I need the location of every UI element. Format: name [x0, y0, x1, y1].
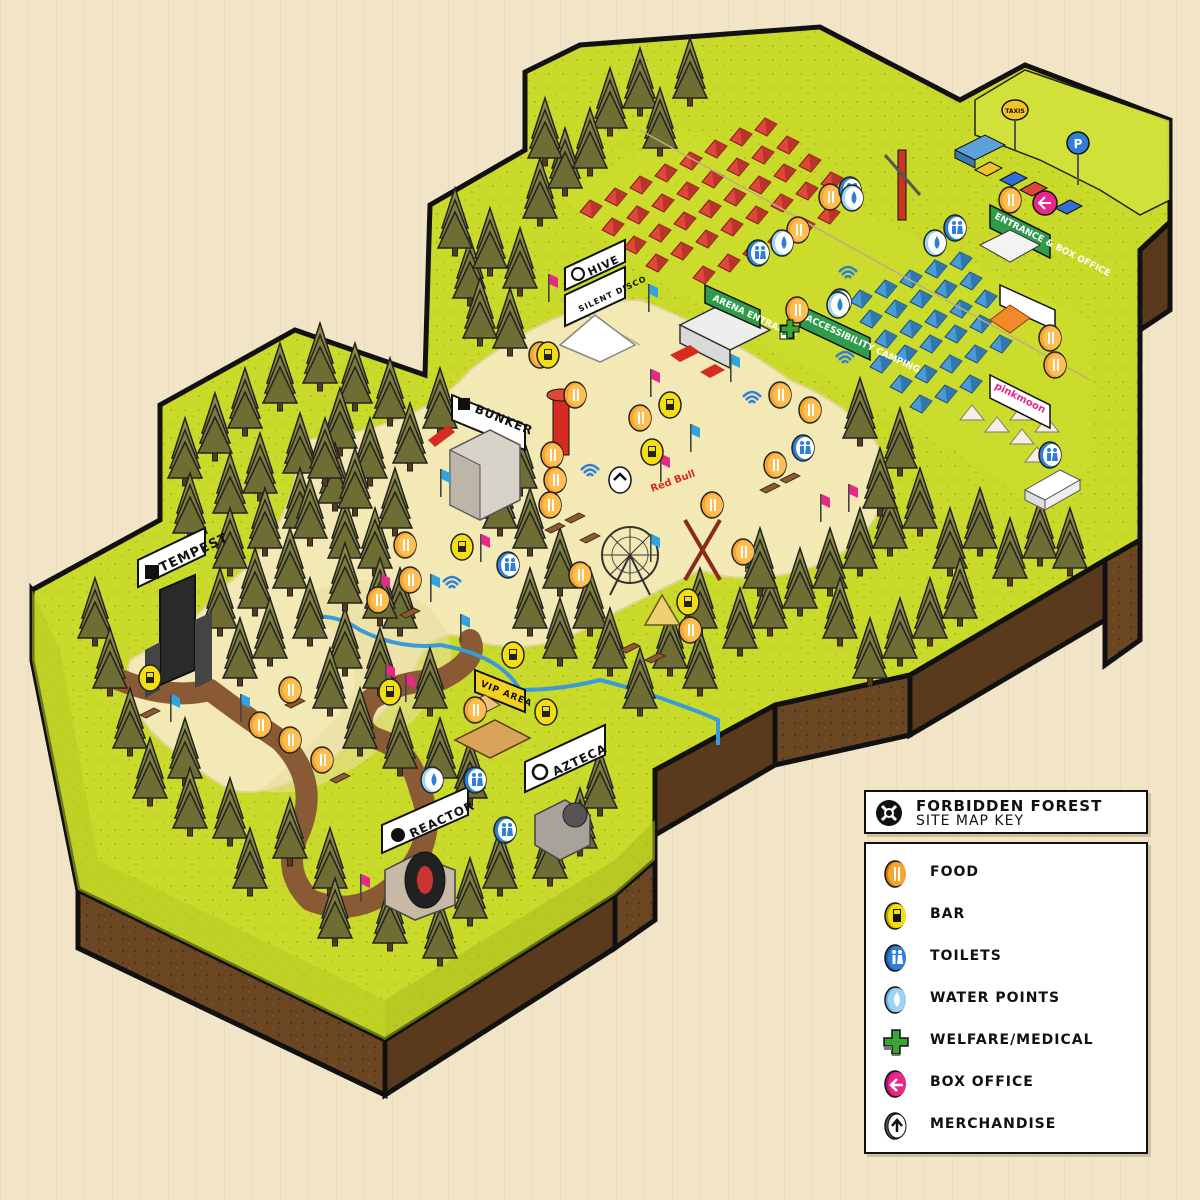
box-office-marker — [1032, 190, 1058, 216]
legend-item-toilets: TOILETS — [878, 940, 1138, 974]
legend-subtitle: SITE MAP KEY — [916, 813, 1024, 829]
legend-item-welfare-medical: WELFARE/MEDICAL — [878, 1024, 1138, 1058]
legend-item-bar: BAR — [878, 898, 1138, 932]
legend-label: BOX OFFICE — [930, 1074, 1034, 1090]
parking-vehicles: P TAXIS — [953, 99, 1090, 215]
toilets-icon — [884, 944, 906, 972]
ferris-wheel — [601, 526, 659, 596]
legend-item-merchandise: MERCHANDISE — [878, 1108, 1138, 1142]
legend-label: WATER POINTS — [930, 990, 1061, 1006]
bar-icon — [884, 902, 906, 930]
rides — [546, 149, 922, 626]
azteca-stage: AZTECA — [524, 723, 609, 861]
merchandise-marker — [608, 466, 632, 494]
tempest-stage: TEMPEST — [137, 526, 231, 698]
food-icon — [884, 860, 906, 888]
legend-item-water-points: WATER POINTS — [878, 982, 1138, 1016]
legend-label: TOILETS — [930, 948, 1002, 964]
box-office-icon — [884, 1070, 906, 1098]
medical-marker — [780, 319, 800, 339]
medical-cross-icon — [883, 1029, 909, 1056]
legend-title: FORBIDDEN FOREST — [916, 797, 1103, 815]
legend-label: BAR — [930, 906, 966, 922]
bunker-stage: BUNKER — [428, 393, 535, 521]
legend-label: WELFARE/MEDICAL — [930, 1032, 1094, 1048]
cabins — [1023, 469, 1082, 511]
site-map-key: FOOD BAR TOILETS WATER POINTS WELFAR — [864, 842, 1148, 1154]
legend-item-box-office: BOX OFFICE — [878, 1066, 1138, 1100]
legend-item-food: FOOD — [878, 856, 1138, 890]
reactor-stage: REACTOR — [381, 785, 477, 921]
water-points-icon — [884, 986, 906, 1014]
merchandise-icon — [884, 1112, 907, 1140]
forbidden-forest-logo-icon — [876, 800, 902, 826]
legend-label: MERCHANDISE — [930, 1116, 1057, 1132]
parking-sign: P — [1074, 137, 1083, 151]
legend-header: FORBIDDEN FOREST SITE MAP KEY — [864, 790, 1148, 834]
legend-label: FOOD — [930, 864, 979, 880]
taxis-sign: TAXIS — [1005, 108, 1024, 115]
